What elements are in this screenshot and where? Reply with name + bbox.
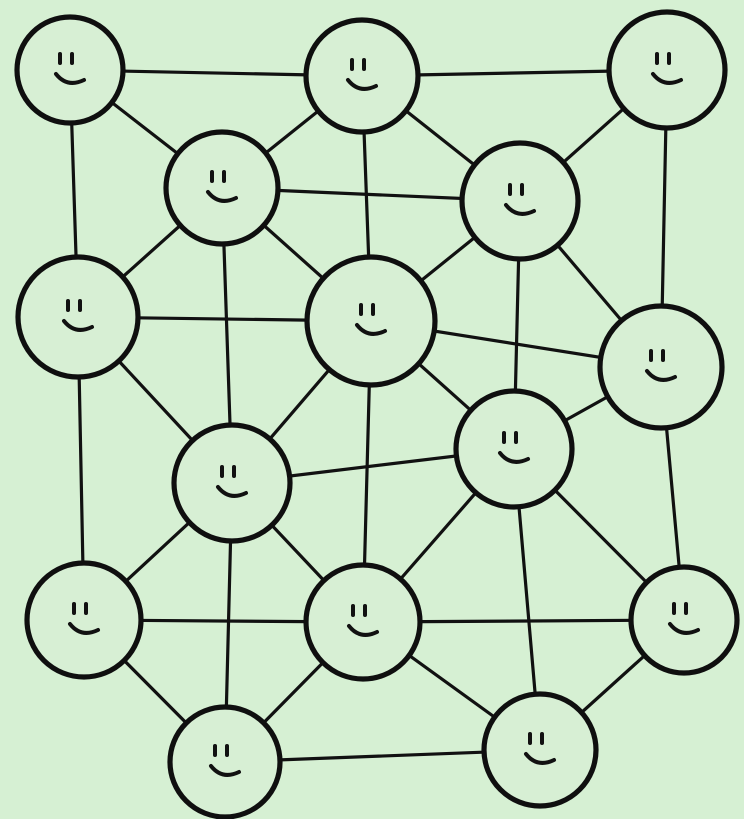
- node-top-center: [306, 20, 418, 132]
- node-top-right-circle: [609, 12, 725, 128]
- node-middle-left: [18, 257, 138, 377]
- node-lowest-right: [484, 694, 596, 806]
- nodes-layer: [17, 12, 737, 817]
- node-lowest-left-circle: [170, 707, 280, 817]
- node-center: [307, 257, 435, 385]
- node-top-left: [17, 17, 123, 123]
- node-middle-right: [600, 306, 722, 428]
- node-upper-inner-right-circle: [462, 143, 578, 259]
- node-bottom-center: [306, 565, 420, 679]
- node-top-left-circle: [17, 17, 123, 123]
- node-bottom-left-circle: [27, 563, 141, 677]
- node-middle-left-circle: [18, 257, 138, 377]
- node-lower-inner-left: [174, 425, 290, 541]
- node-top-right: [609, 12, 725, 128]
- node-bottom-left: [27, 563, 141, 677]
- node-lower-inner-left-circle: [174, 425, 290, 541]
- node-middle-right-circle: [600, 306, 722, 428]
- node-upper-inner-left: [166, 132, 278, 244]
- node-upper-inner-right: [462, 143, 578, 259]
- node-center-circle: [307, 257, 435, 385]
- node-lowest-left: [170, 707, 280, 817]
- node-top-center-circle: [306, 20, 418, 132]
- node-lowest-right-circle: [484, 694, 596, 806]
- node-bottom-center-circle: [306, 565, 420, 679]
- node-bottom-right-circle: [631, 567, 737, 673]
- node-bottom-right: [631, 567, 737, 673]
- node-upper-inner-left-circle: [166, 132, 278, 244]
- node-lower-inner-right: [456, 391, 572, 507]
- node-lower-inner-right-circle: [456, 391, 572, 507]
